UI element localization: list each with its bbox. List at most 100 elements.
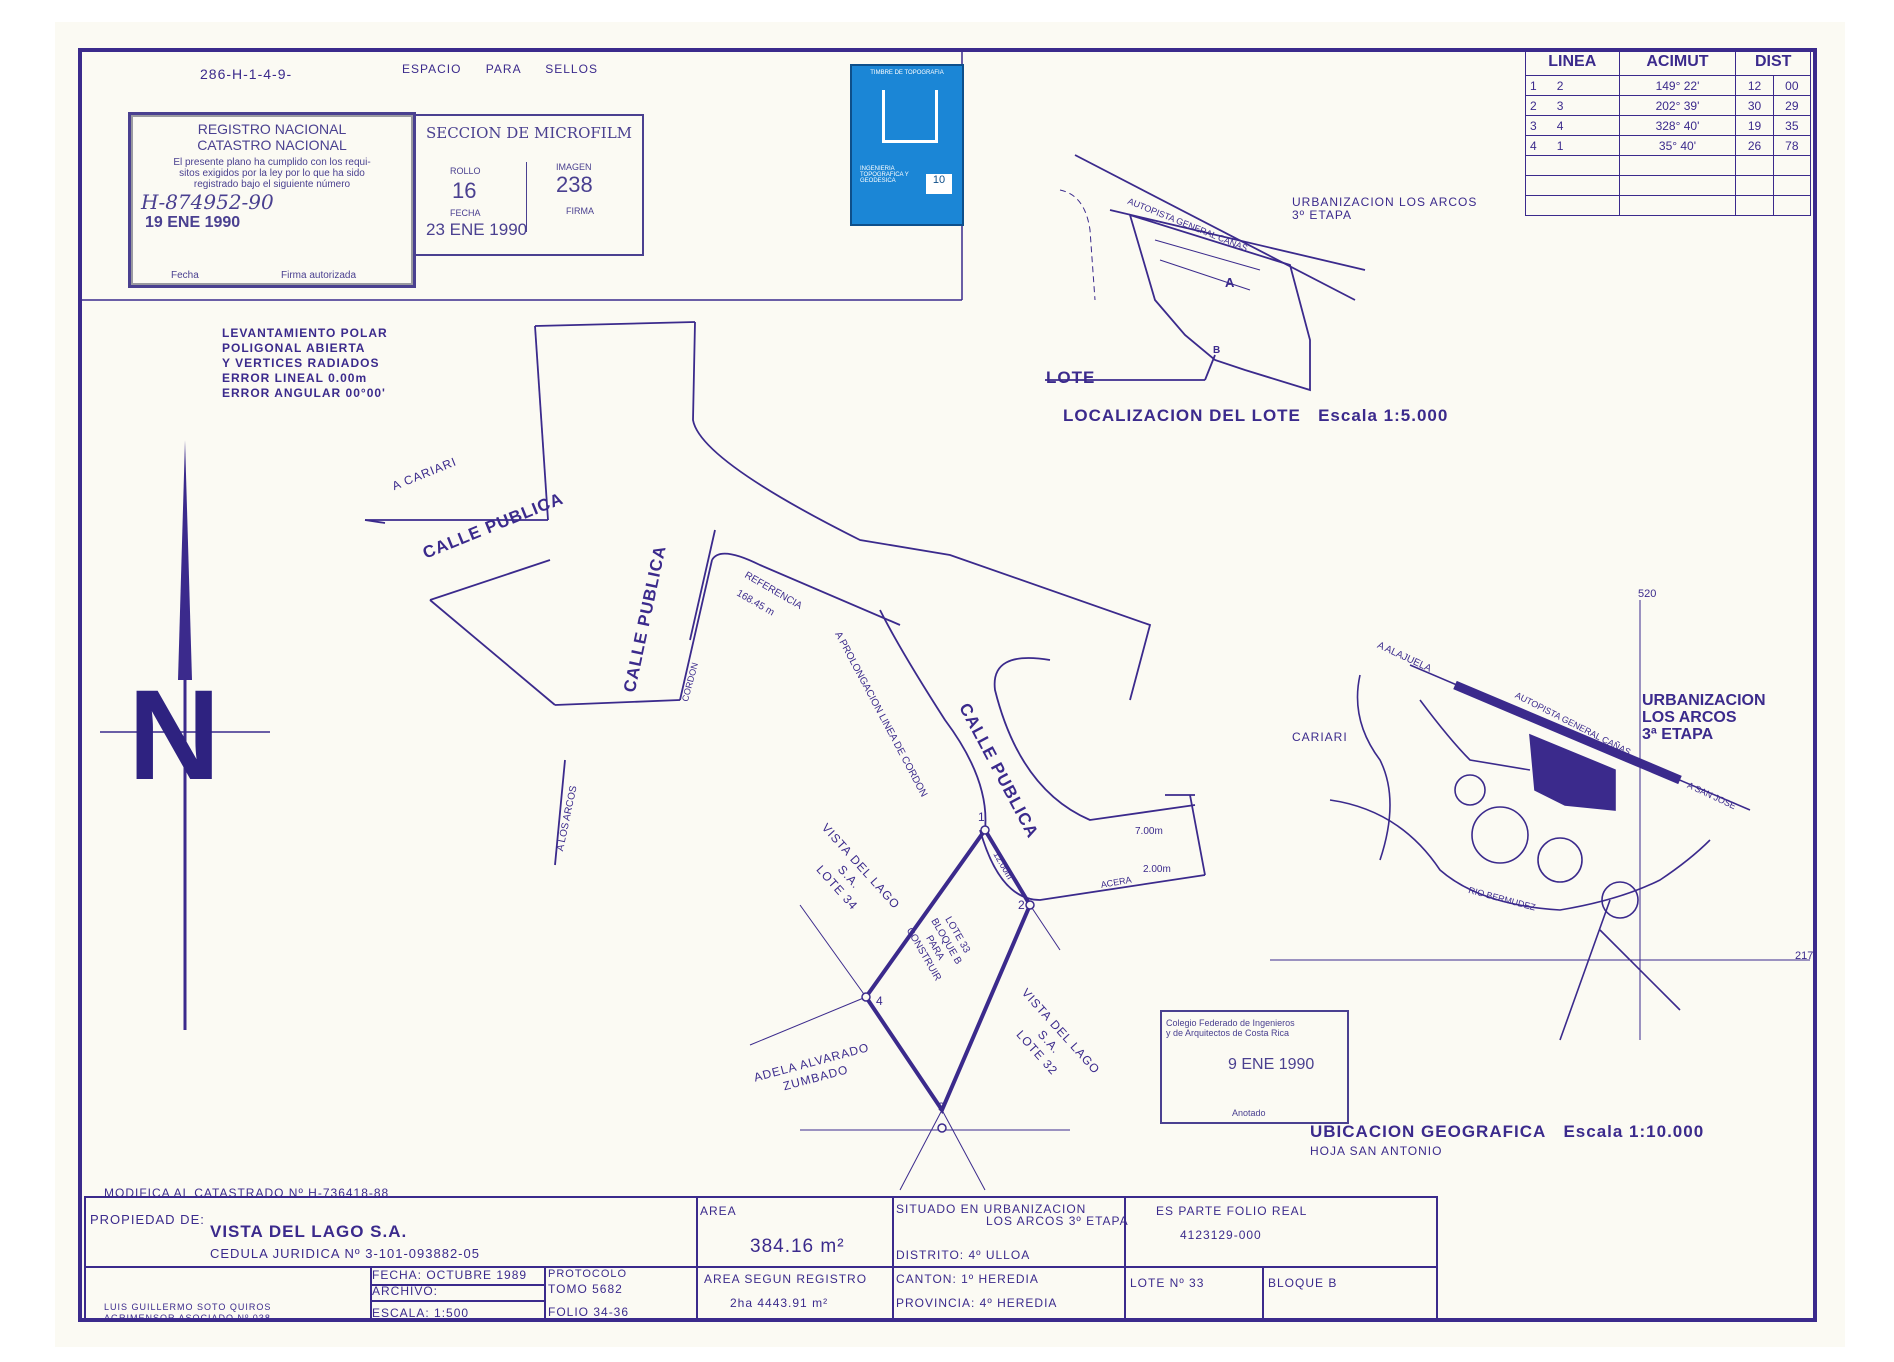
stamp-space-label: ESPACIO PARA SELLOS bbox=[402, 62, 598, 76]
rollo-label: ROLLO bbox=[450, 166, 481, 176]
row-azimut: 149° 22' bbox=[1618, 75, 1737, 96]
situado-line1: SITUADO EN URBANIZACION bbox=[896, 1202, 1087, 1216]
location-inset-lines bbox=[1045, 154, 1366, 392]
geo-urb-line: URBANIZACION bbox=[1642, 692, 1766, 709]
area-registro-label: AREA SEGUN REGISTRO bbox=[704, 1272, 868, 1286]
table-row: 3 4 328° 40' 19 35 bbox=[1525, 115, 1812, 136]
row-to: 3 bbox=[1556, 98, 1564, 113]
loc-lote-label: LOTE bbox=[1046, 368, 1096, 387]
row-dist-cm: 35 bbox=[1772, 115, 1812, 136]
survey-note: ERROR ANGULAR 00°00' bbox=[222, 386, 386, 400]
archivo: ARCHIVO: bbox=[372, 1284, 439, 1298]
timbre-top: TIMBRE DE TOPOGRAFIA bbox=[870, 70, 944, 76]
bloque: BLOQUE B bbox=[1268, 1276, 1338, 1290]
row-to: 4 bbox=[1556, 118, 1564, 133]
survey-note: LEVANTAMIENTO POLAR bbox=[222, 326, 388, 340]
provincia: PROVINCIA: 4º HEREDIA bbox=[896, 1296, 1058, 1310]
lote-number: LOTE Nº 33 bbox=[1130, 1276, 1205, 1290]
row-dist-cm: 29 bbox=[1772, 95, 1812, 116]
geo-title: UBICACION GEOGRAFICA Escala 1:10.000 bbox=[1310, 1122, 1704, 1142]
area-value: 384.16 m² bbox=[750, 1236, 845, 1257]
street-linework bbox=[364, 321, 1206, 901]
row-from: 1 bbox=[1530, 78, 1537, 93]
plan-number: 286-H-1-4-9- bbox=[200, 66, 293, 82]
row-dist-cm: 78 bbox=[1772, 135, 1812, 156]
registry-firma-label: Firma autorizada bbox=[281, 270, 357, 281]
registry-body1: El presente plano ha cumplido con los re… bbox=[173, 157, 371, 168]
imagen-label: IMAGEN bbox=[556, 162, 592, 172]
table-row: 1 2 149° 22' 12 00 bbox=[1525, 75, 1812, 96]
row-azimut: 328° 40' bbox=[1618, 115, 1737, 136]
registry-stamp: REGISTRO NACIONAL CATASTRO NACIONAL El p… bbox=[128, 112, 416, 288]
vertex-1: 1 bbox=[978, 810, 986, 824]
row-to: 1 bbox=[1556, 138, 1564, 153]
vertex-2: 2 bbox=[1018, 898, 1026, 912]
registry-fecha-label: Fecha bbox=[171, 270, 199, 281]
row-from: 4 bbox=[1530, 138, 1537, 153]
sheet-border bbox=[78, 48, 1817, 1322]
geo-title-text: UBICACION GEOGRAFICA bbox=[1310, 1122, 1547, 1141]
timbre-logo-icon bbox=[882, 90, 938, 143]
col-linea: LINEA bbox=[1525, 48, 1620, 76]
colegio-stamp: Colegio Federado de Ingenieros y de Arqu… bbox=[1160, 1010, 1349, 1124]
fecha: FECHA: OCTUBRE 1989 bbox=[372, 1268, 528, 1282]
surveyor-title: AGRIMENSOR ASOCIADO Nº 038 bbox=[104, 1313, 271, 1323]
folio: FOLIO 34-36 bbox=[548, 1305, 630, 1319]
row-dist-cm: 00 bbox=[1772, 75, 1812, 96]
imagen-value: 238 bbox=[556, 172, 593, 197]
registry-date: 19 ENE 1990 bbox=[145, 214, 241, 231]
row-dist-m: 30 bbox=[1735, 95, 1774, 116]
label-width-2: 2.00m bbox=[1143, 864, 1171, 875]
loc-block-b: B bbox=[1213, 345, 1221, 356]
north-arrow bbox=[100, 440, 270, 1030]
survey-notes: LEVANTAMIENTO POLAR POLIGONAL ABIERTA Y … bbox=[222, 326, 388, 401]
loc-title-text: LOCALIZACION DEL LOTE bbox=[1063, 406, 1301, 425]
loc-etapa: 3º ETAPA bbox=[1292, 208, 1352, 222]
geo-hoja: HOJA SAN ANTONIO bbox=[1310, 1144, 1443, 1158]
registry-number: H-874952-90 bbox=[141, 190, 274, 214]
escala: ESCALA: 1:500 bbox=[372, 1306, 470, 1320]
geo-scale: Escala 1:10.000 bbox=[1563, 1122, 1705, 1141]
folio-real-label: ES PARTE FOLIO REAL bbox=[1156, 1204, 1308, 1218]
microfilm-stamp: SECCION DE MICROFILM ROLLO 16 IMAGEN 238… bbox=[414, 114, 644, 256]
geo-cariari: CARIARI bbox=[1292, 730, 1348, 744]
loc-title: LOCALIZACION DEL LOTE Escala 1:5.000 bbox=[1063, 406, 1448, 426]
canton: CANTON: 1º HEREDIA bbox=[896, 1272, 1039, 1286]
rollo-value: 16 bbox=[452, 178, 477, 203]
loc-urbanizacion: URBANIZACION LOS ARCOS bbox=[1292, 195, 1478, 209]
propiedad-label: PROPIEDAD DE: bbox=[90, 1212, 205, 1227]
loc-block-a: A bbox=[1225, 275, 1235, 290]
table-row: 4 1 35° 40' 26 78 bbox=[1525, 135, 1812, 156]
row-azimut: 202° 39' bbox=[1618, 95, 1737, 116]
registry-body2: sitos exigidos por la ley por lo que ha … bbox=[179, 168, 365, 179]
loc-scale: Escala 1:5.000 bbox=[1318, 406, 1449, 425]
geo-east-coord: 217 bbox=[1795, 950, 1814, 962]
colegio-line1: Colegio Federado de Ingenieros bbox=[1166, 1018, 1295, 1028]
vertex-4: 4 bbox=[876, 994, 884, 1008]
row-from: 3 bbox=[1530, 118, 1537, 133]
protocolo: PROTOCOLO bbox=[548, 1268, 628, 1280]
colegio-line2: y de Arquitectos de Costa Rica bbox=[1166, 1028, 1290, 1038]
survey-note: ERROR LINEAL 0.00m bbox=[222, 371, 368, 385]
col-acimut: ACIMUT bbox=[1618, 48, 1737, 76]
survey-note: Y VERTICES RADIADOS bbox=[222, 356, 380, 370]
geo-urbanizacion: URBANIZACION LOS ARCOS 3ª ETAPA bbox=[1642, 692, 1766, 743]
area-registro: 2ha 4443.91 m² bbox=[730, 1296, 829, 1310]
colegio-anotado: Anotado bbox=[1232, 1108, 1266, 1118]
timbre-text: INGENIERIA TOPOGRAFICA Y GEODESICA bbox=[860, 166, 909, 184]
table-row: 2 3 202° 39' 30 29 bbox=[1525, 95, 1812, 116]
row-to: 2 bbox=[1556, 78, 1564, 93]
vertex-3: 3 bbox=[938, 1100, 946, 1114]
row-from: 2 bbox=[1530, 98, 1537, 113]
distrito: DISTRITO: 4º ULLOA bbox=[896, 1248, 1031, 1262]
tomo: TOMO 5682 bbox=[548, 1282, 623, 1296]
surveyor-name: LUIS GUILLERMO SOTO QUIROS bbox=[104, 1302, 272, 1312]
row-dist-m: 26 bbox=[1735, 135, 1774, 156]
microfilm-fecha-label: FECHA bbox=[450, 208, 481, 218]
survey-note: POLIGONAL ABIERTA bbox=[222, 341, 366, 355]
geo-inset-lines bbox=[1270, 600, 1810, 1041]
microfilm-title: SECCION DE MICROFILM bbox=[425, 124, 633, 142]
col-dist: DIST bbox=[1735, 48, 1811, 76]
title-block bbox=[84, 1196, 1438, 1320]
